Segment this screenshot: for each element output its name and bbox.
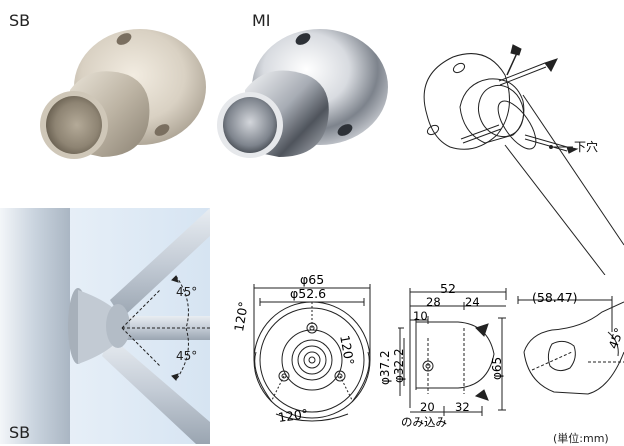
pilot-hole-label: 下穴 <box>574 140 599 154</box>
total-length-label: 52 <box>440 281 456 296</box>
exploded-assembly-drawing <box>423 44 624 275</box>
length-28-label: 28 <box>426 295 441 309</box>
finish-label-mi: MI <box>252 11 271 30</box>
units-note: (単位:mm) <box>553 432 609 445</box>
product-photo-mi <box>217 29 388 158</box>
outer-diameter-label: φ65 <box>300 272 325 287</box>
angle-upper-label: 45° <box>176 285 198 299</box>
length-24-label: 24 <box>465 295 480 309</box>
installation-photo <box>0 208 210 444</box>
diameter-37-2-label: φ37.2 <box>378 350 392 385</box>
diameter-32-2-label: φ32.2 <box>392 348 406 383</box>
angle-view-length-label: (58.47) <box>532 290 578 305</box>
finish-label-sb: SB <box>9 11 31 30</box>
side-view-drawing <box>398 288 507 416</box>
diameter-65-label: φ65 <box>490 356 504 380</box>
angle-view-drawing <box>517 296 624 395</box>
product-photo-sb <box>40 29 206 159</box>
front-view-drawing <box>253 284 371 422</box>
length-20-label: 20 <box>420 400 435 414</box>
insert-depth-note: のみ込み <box>401 415 447 429</box>
angle-lower-label: 45° <box>176 349 198 363</box>
install-photo-label: SB <box>9 423 31 442</box>
length-32-label: 32 <box>455 400 470 414</box>
length-10-label: 10 <box>413 309 428 323</box>
pcd-diameter-label: φ52.6 <box>290 286 327 301</box>
